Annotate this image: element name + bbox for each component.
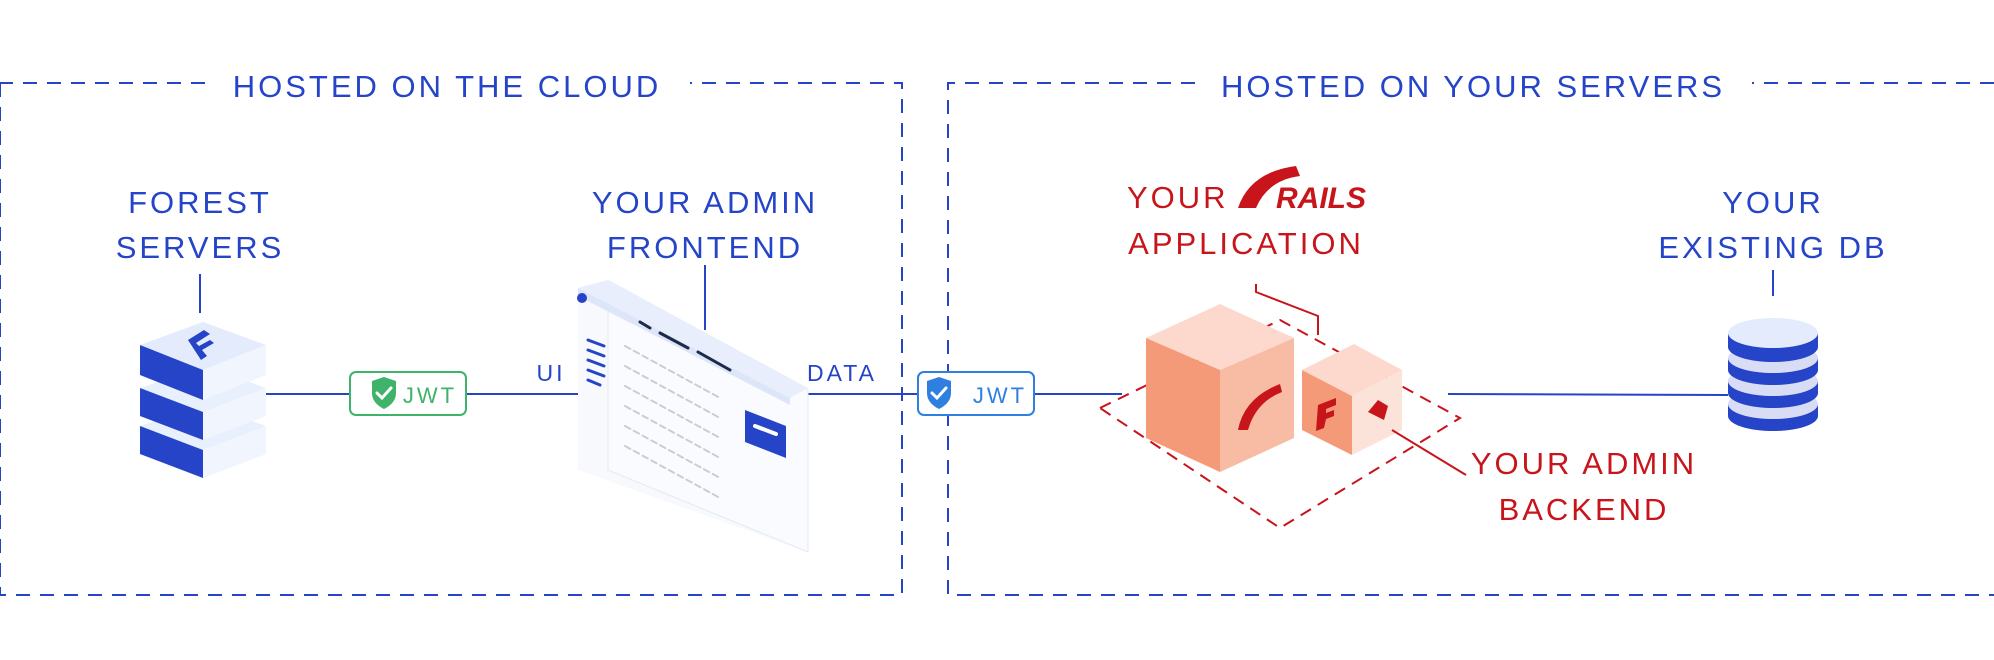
jwt-badge-cloud: JWT: [349, 371, 467, 416]
browser-window-icon: [577, 280, 809, 553]
ui-connection-label: UI: [537, 360, 566, 386]
jwt-cloud-label: JWT: [403, 383, 457, 408]
rails-app-cube-icon: [1097, 304, 1462, 530]
existing-db-label-line1: YOUR: [1722, 185, 1824, 220]
connection-lines: [199, 265, 1774, 396]
rails-app-label-line2: APPLICATION: [1128, 226, 1364, 261]
rails-app-label-prefix: YOUR: [1127, 180, 1229, 215]
forest-server-stack-icon: [140, 322, 266, 478]
jwt-servers-label: JWT: [973, 383, 1027, 408]
admin-frontend-label-line1: YOUR ADMIN: [592, 185, 818, 220]
cloud-section-title: HOSTED ON THE CLOUD: [233, 69, 661, 104]
rails-logo-icon: RAILS: [1238, 166, 1366, 215]
admin-backend-label-line1: YOUR ADMIN: [1471, 446, 1697, 481]
shield-check-icon: [372, 377, 396, 409]
rails-logo-text: RAILS: [1276, 182, 1366, 215]
forest-servers-label-line1: FOREST: [128, 185, 272, 220]
admin-frontend-label-line2: FRONTEND: [607, 230, 803, 265]
data-connection-label: DATA: [807, 360, 877, 386]
shield-check-icon: [927, 377, 951, 409]
existing-db-label-line2: EXISTING DB: [1658, 230, 1887, 265]
database-icon: [1728, 318, 1818, 431]
admin-backend-label-line2: BACKEND: [1499, 492, 1670, 527]
servers-section-box: HOSTED ON YOUR SERVERS: [947, 69, 1994, 596]
servers-section-title: HOSTED ON YOUR SERVERS: [1221, 69, 1725, 104]
cloud-section-box: HOSTED ON THE CLOUD: [0, 69, 903, 596]
admin-backend-leader: [1391, 429, 1467, 476]
backend-to-db-line: [1447, 393, 1729, 396]
jwt-badge-servers: JWT: [917, 371, 1035, 416]
forest-servers-label-line2: SERVERS: [116, 230, 285, 265]
rails-app-leader: [1255, 284, 1319, 335]
